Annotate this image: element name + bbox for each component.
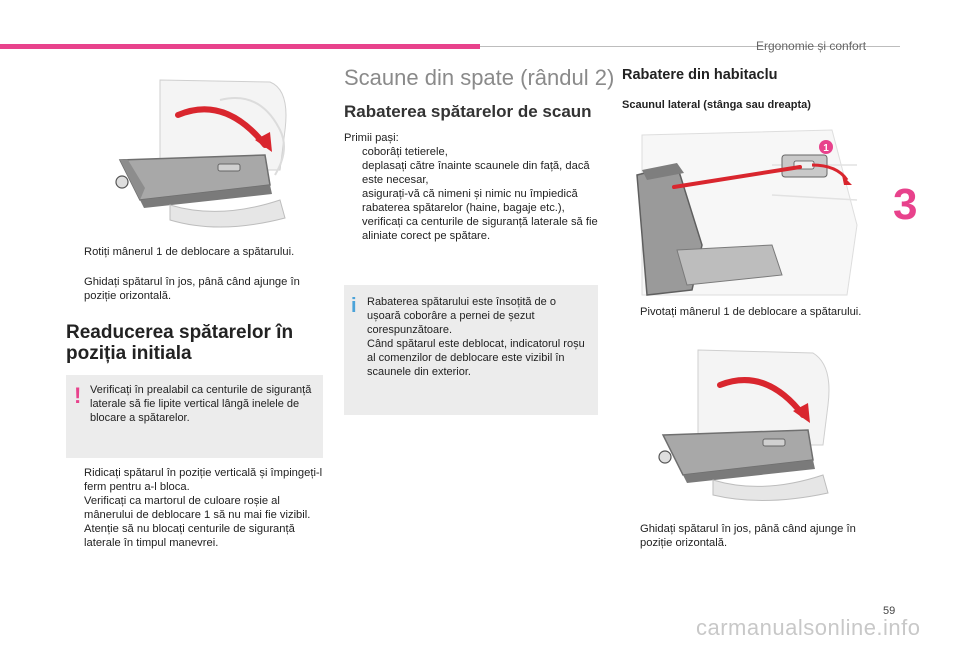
list-item: Atenție să nu blocați centurile de sigur… bbox=[66, 522, 326, 550]
bullet-icon bbox=[344, 187, 362, 215]
section-title: Ergonomie și confort bbox=[756, 39, 867, 53]
bullet-icon bbox=[66, 466, 84, 494]
step-guide-backrest: Ghidați spătarul în jos, până când ajung… bbox=[66, 275, 328, 303]
page-number: 59 bbox=[883, 605, 896, 617]
subheading-side-seat: Scaunul lateral (stânga sau dreapta) bbox=[622, 99, 811, 111]
bullet-icon bbox=[622, 522, 640, 550]
seat-folded-illustration bbox=[100, 70, 300, 230]
curved-arrow-icon bbox=[175, 106, 268, 148]
bullet-icon bbox=[66, 522, 84, 550]
seat-folded-illustration-right bbox=[648, 345, 838, 505]
heading-fold-from-cabin: Rabatere din habitaclu bbox=[622, 67, 778, 83]
list-item: verificați ca centurile de siguranță lat… bbox=[344, 215, 599, 243]
header-rule bbox=[480, 46, 900, 47]
section-heading: Rabaterea spătarelor de scaun bbox=[344, 102, 592, 121]
header-accent-bar bbox=[0, 44, 480, 49]
list-item: Verificați ca martorul de culoare roșie … bbox=[66, 494, 326, 522]
list-item: asigurați-vă că nimeni și nimic nu împie… bbox=[344, 187, 599, 215]
heading-restore: Readucerea spătarelor în poziția initial… bbox=[66, 322, 294, 364]
bullet-icon bbox=[66, 275, 84, 303]
warning-text: Verificați în prealabil ca centurile de … bbox=[90, 384, 312, 424]
info-box: i Rabaterea spătarului este însoțită de … bbox=[344, 285, 598, 415]
list-item: deplasați către înainte scaunele din faț… bbox=[344, 159, 599, 187]
bullet-icon bbox=[344, 145, 362, 159]
chapter-number: 3 bbox=[893, 180, 918, 229]
steps-restore-list: Ridicați spătarul în poziție verticală ș… bbox=[66, 466, 326, 550]
bullet-icon bbox=[344, 215, 362, 243]
seat-upright-illustration: 1 bbox=[622, 125, 862, 300]
step-guide-backrest-right: Ghidați spătarul în jos, până când ajung… bbox=[622, 522, 882, 550]
bullet-icon bbox=[622, 305, 640, 319]
callout-badge-icon: 1 bbox=[819, 140, 833, 154]
steps-fold-list: coborâți tetierele, deplasați către înai… bbox=[344, 145, 599, 243]
bullet-icon bbox=[66, 494, 84, 522]
svg-text:1: 1 bbox=[823, 143, 829, 154]
step-rotate-handle: Rotiți mânerul 1 de deblocare a spătarul… bbox=[66, 245, 326, 259]
bullet-icon bbox=[66, 245, 84, 259]
curved-arrow-icon bbox=[717, 377, 806, 418]
warning-icon: ! bbox=[74, 383, 82, 408]
list-item: coborâți tetierele, bbox=[344, 145, 599, 159]
intro-text: Primii pași: bbox=[344, 132, 399, 144]
list-item: Ridicați spătarul în poziție verticală ș… bbox=[66, 466, 326, 494]
info-text: Rabaterea spătarului este însoțită de o … bbox=[367, 296, 585, 378]
warning-box: ! Verificați în prealabil ca centurile d… bbox=[66, 375, 323, 458]
bullet-icon bbox=[344, 159, 362, 187]
page-title: Scaune din spate (rândul 2) bbox=[344, 65, 615, 90]
step-pivot-handle: Pivotați mânerul 1 de deblocare a spătar… bbox=[622, 305, 862, 319]
watermark-text: carmanualsonline.info bbox=[696, 615, 921, 640]
info-icon: i bbox=[351, 295, 357, 317]
